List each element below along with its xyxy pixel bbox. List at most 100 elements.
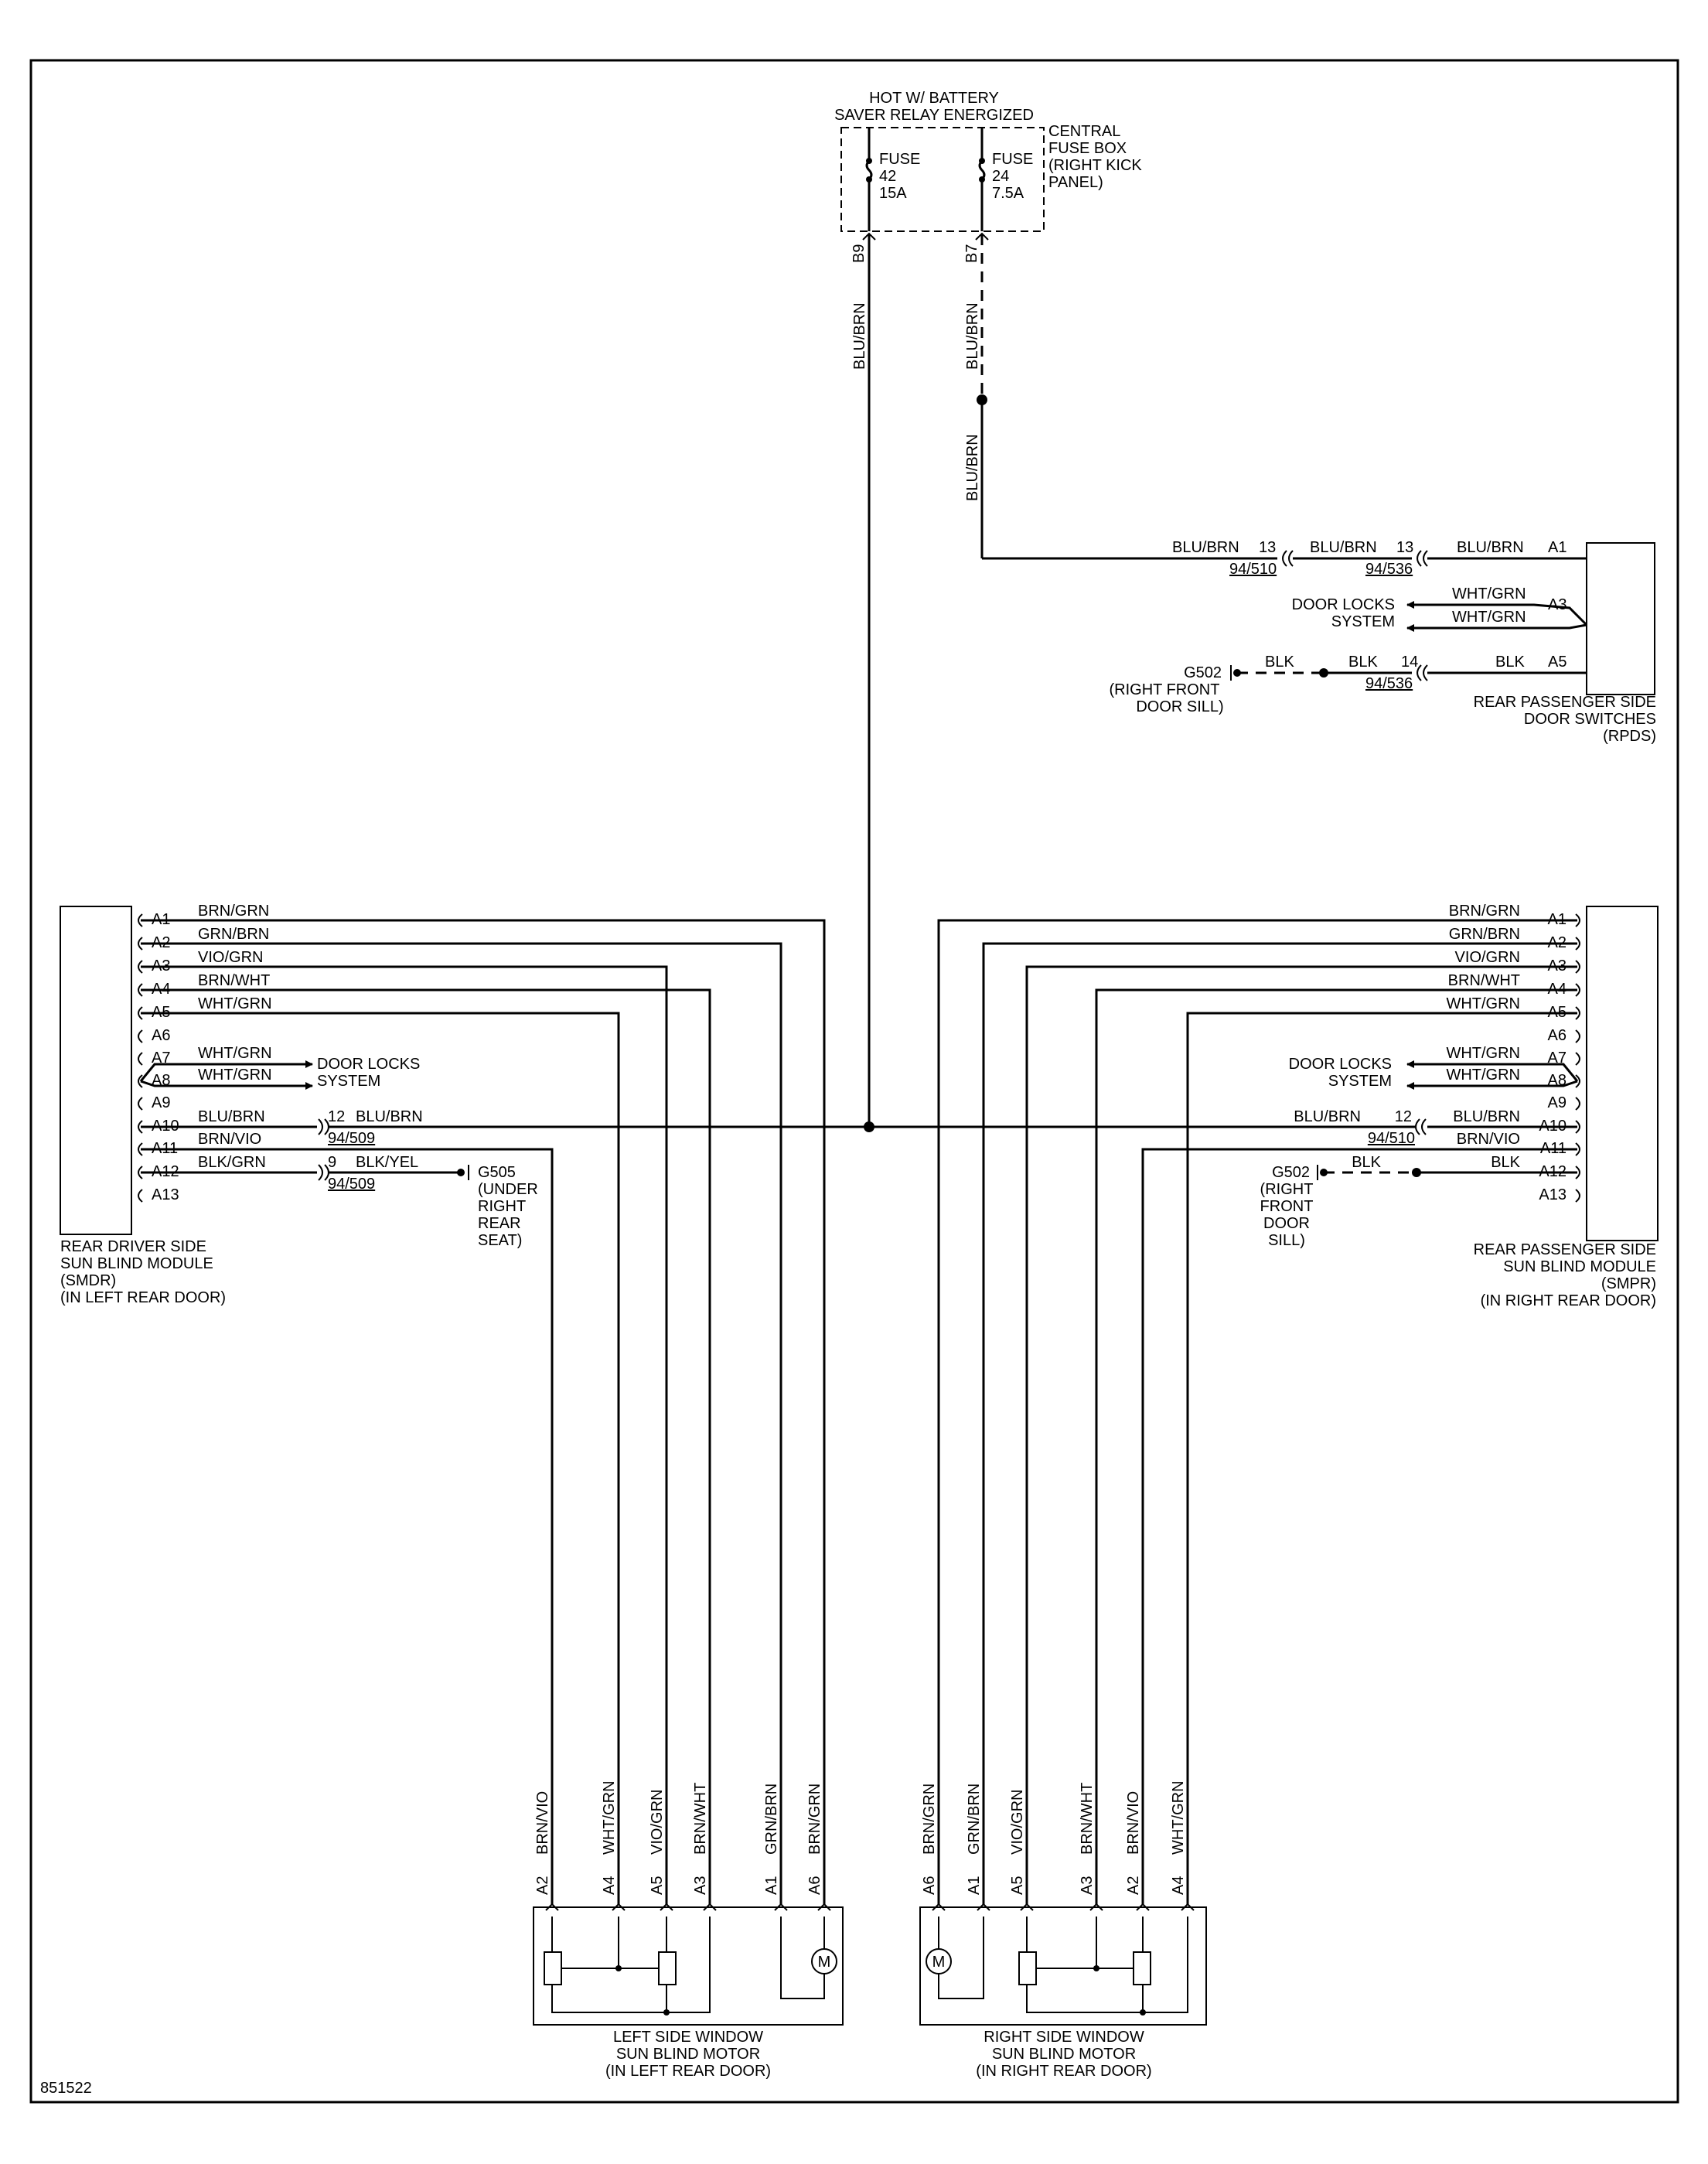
smpr-pin-a13: A13 <box>1539 1186 1567 1203</box>
smpr-a11-wire: BLK <box>1491 1154 1520 1171</box>
smdr-pin-mark <box>138 1074 143 1088</box>
fuse-42-label-2: 42 <box>879 168 896 185</box>
fusebox-label-1: CENTRAL <box>1048 123 1120 140</box>
left-motor-pin-mark <box>612 1903 626 1911</box>
rpds-a1-num-2: 13 <box>1396 539 1413 556</box>
smpr-pin-a9: A9 <box>1548 1094 1567 1111</box>
left-motor-pin-a1: A1 <box>763 1876 780 1895</box>
smpr-ground-desc-2: FRONT <box>1260 1198 1314 1215</box>
fuse-24-label-3: 7.5A <box>992 185 1024 202</box>
right-motor-name-3: (IN RIGHT REAR DOOR) <box>976 2063 1151 2080</box>
right-motor-pin-a6: A6 <box>921 1876 938 1895</box>
smpr-a9-num: 12 <box>1395 1108 1412 1125</box>
smdr-a9-num: 12 <box>328 1108 345 1125</box>
rpds-a1-wire-3: BLU/BRN <box>1457 539 1524 556</box>
left-motor-wire-label: BRN/GRN <box>806 1783 823 1855</box>
smdr-module: REAR DRIVER SIDE SUN BLIND MODULE (SMDR)… <box>60 903 869 1904</box>
rpds-box <box>1586 542 1655 695</box>
smdr-a11-wire2: BLK/YEL <box>356 1154 418 1171</box>
right-motor-pin-mark <box>977 1903 990 1911</box>
smdr-pin-mark <box>138 937 143 951</box>
smpr-pin-mark <box>1575 1006 1580 1020</box>
left-sun-blind-motor: A2BRN/VIOA4WHT/GRNA5VIO/GRNA3BRN/WHTA1GR… <box>533 1780 844 2080</box>
left-motor-wire-label: WHT/GRN <box>601 1780 618 1855</box>
smdr-a2-wire: GRN/BRN <box>198 926 269 943</box>
fuse-24-symbol <box>978 159 986 181</box>
smpr-a9-wire: BLU/BRN <box>1294 1108 1361 1125</box>
rpds-a1-wire-2: BLU/BRN <box>1310 539 1377 556</box>
left-motor-icon <box>811 1948 837 1975</box>
smpr-pin-mark <box>1575 983 1580 997</box>
smdr-pin-a7: A7 <box>152 1050 170 1067</box>
smpr-pin-a7: A7 <box>1548 1050 1567 1067</box>
smdr-pin-mark <box>138 913 143 927</box>
smdr-pin-mark <box>138 1052 143 1066</box>
right-motor-wire-label: BRN/GRN <box>921 1783 938 1855</box>
left-motor-pin-a6: A6 <box>806 1876 823 1895</box>
rpds-name-2: DOOR SWITCHES <box>1524 711 1656 728</box>
smpr-a9-wire2: BLU/BRN <box>1453 1108 1520 1125</box>
pin-b9: B9 <box>851 244 868 263</box>
smpr-name-1: REAR PASSENGER SIDE <box>1474 1241 1656 1258</box>
smdr-pin-a9: A9 <box>152 1094 170 1111</box>
right-motor-pin-mark <box>1089 1903 1103 1911</box>
smdr-name-4: (IN LEFT REAR DOOR) <box>60 1289 226 1306</box>
rpds-a3-wire-1: WHT/GRN <box>1452 585 1526 602</box>
smpr-name-2: SUN BLIND MODULE <box>1503 1258 1656 1275</box>
smdr-pin-mark <box>138 1006 143 1020</box>
right-motor-wire-label: BRN/VIO <box>1125 1791 1142 1855</box>
smdr-door-locks-2: SYSTEM <box>317 1073 380 1090</box>
smdr-pin-mark <box>138 960 143 974</box>
smpr-door-locks-1: DOOR LOCKS <box>1289 1056 1392 1073</box>
smdr-ground-desc-2: RIGHT <box>478 1198 526 1215</box>
left-motor-box <box>533 1906 844 2026</box>
smdr-name-2: SUN BLIND MODULE <box>60 1255 213 1272</box>
hot-label-2: SAVER RELAY ENERGIZED <box>834 107 1034 124</box>
right-motor-pin-a1: A1 <box>966 1876 983 1895</box>
rpds-door-locks-1: DOOR LOCKS <box>1292 596 1395 613</box>
smdr-pin-mark <box>138 1097 143 1111</box>
left-motor-wire-label: BRN/VIO <box>534 1791 551 1855</box>
smpr-pin-mark <box>1575 937 1580 951</box>
smpr-a3-wire: VIO/GRN <box>1455 949 1520 966</box>
smpr-a10-wire: BRN/VIO <box>1457 1131 1520 1148</box>
smdr-a11-wire: BLK/GRN <box>198 1154 266 1171</box>
rpds-ground: G502 <box>1184 664 1222 681</box>
smpr-ground: G502 <box>1272 1164 1310 1181</box>
rpds-name-1: REAR PASSENGER SIDE <box>1474 694 1656 711</box>
rpds-ground-desc-1: (RIGHT FRONT <box>1110 681 1220 698</box>
rpds-a1-conn-1: 94/510 <box>1229 561 1277 578</box>
smdr-a10-wire: BRN/VIO <box>198 1131 261 1148</box>
rpds-door-locks-2: SYSTEM <box>1331 613 1395 630</box>
smdr-name-1: REAR DRIVER SIDE <box>60 1238 206 1255</box>
fusebox-label-3: (RIGHT KICK <box>1048 157 1142 174</box>
rpds-a1-conn-2: 94/536 <box>1365 561 1413 578</box>
smpr-pin-mark <box>1575 1074 1580 1088</box>
right-motor-wire-label: VIO/GRN <box>1009 1790 1026 1855</box>
smdr-pin-mark <box>138 1029 143 1043</box>
left-motor-wire-label: GRN/BRN <box>763 1783 780 1855</box>
smpr-pin-mark <box>1575 1166 1580 1179</box>
smpr-a5-wire: WHT/GRN <box>1446 995 1520 1012</box>
fusebox-label-2: FUSE BOX <box>1048 140 1127 157</box>
smdr-a9-conn: 94/509 <box>328 1130 375 1147</box>
smpr-pin-mark <box>1575 960 1580 974</box>
left-motor-pin-a3: A3 <box>692 1876 709 1895</box>
smdr-pin-mark <box>138 1166 143 1179</box>
smpr-a2-wire: GRN/BRN <box>1449 926 1520 943</box>
right-motor-icon <box>926 1948 952 1975</box>
smdr-a3-wire: VIO/GRN <box>198 949 263 966</box>
rpds-a5-wire-1: BLK <box>1265 654 1294 671</box>
right-motor-pin-mark <box>1181 1903 1195 1911</box>
smdr-ground: G505 <box>478 1164 516 1181</box>
smdr-pin-mark <box>138 1189 143 1203</box>
rpds-ground-desc-2: DOOR SILL) <box>1136 698 1223 715</box>
smdr-pin-a13: A13 <box>152 1186 179 1203</box>
left-motor-pin-a5: A5 <box>649 1876 666 1895</box>
left-motor-name-3: (IN LEFT REAR DOOR) <box>605 2063 771 2080</box>
rpds-pin-a5: A5 <box>1548 654 1567 671</box>
smdr-ground-desc-1: (UNDER <box>478 1181 538 1198</box>
smdr-a5-wire: WHT/GRN <box>198 995 272 1012</box>
rpds-a5-conn: 94/536 <box>1365 675 1413 692</box>
smdr-pin-mark <box>138 1142 143 1156</box>
